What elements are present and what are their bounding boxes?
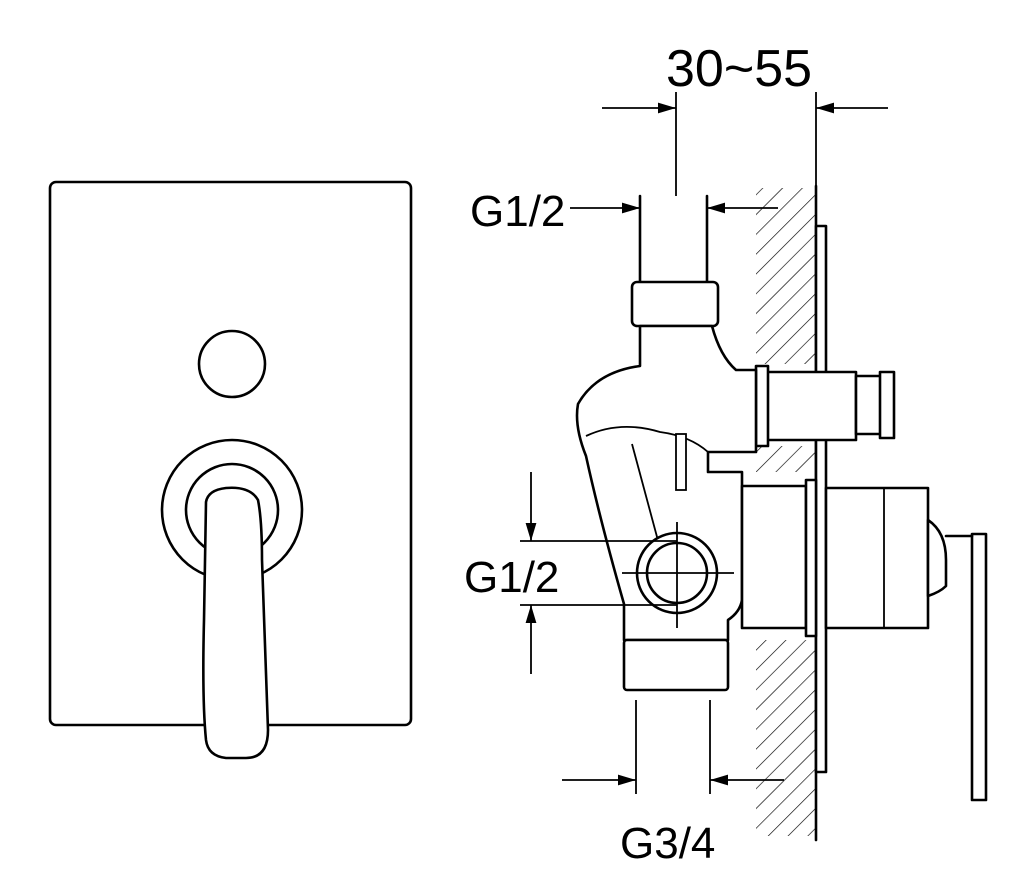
diverter-knob: [197, 329, 267, 399]
wall-section-upper: [756, 188, 816, 364]
body-inner-curve: [585, 425, 709, 453]
cartridge-pin: [675, 433, 687, 491]
diverter-stem: [760, 370, 858, 442]
lever-handle: [202, 486, 270, 760]
diverter-knob-cap: [878, 370, 896, 440]
body-inner-line: [631, 443, 661, 549]
wall-section-middle: [756, 446, 816, 472]
wall-section-lower: [756, 640, 816, 836]
dim-depth-label: 30~55: [666, 40, 812, 98]
handle-rosette-side: [804, 478, 818, 638]
cover-plate-edge: [814, 224, 828, 774]
top-inlet-nut: [630, 280, 720, 328]
handle-neck: [926, 518, 948, 598]
dim-top-inlet-label: G1/2: [470, 187, 565, 236]
cartridge-housing: [740, 484, 808, 630]
side-view: 30~55 G1/2 G1/2 G3/4: [464, 40, 988, 868]
dim-outlet-label: G3/4: [620, 819, 715, 868]
front-view: [48, 180, 413, 760]
lever-side: [970, 532, 988, 802]
diverter-nut: [754, 364, 770, 448]
dim-side-inlet-label: G1/2: [464, 553, 559, 602]
bottom-outlet-nut: [622, 638, 730, 692]
handle-sleeve: [824, 486, 930, 630]
